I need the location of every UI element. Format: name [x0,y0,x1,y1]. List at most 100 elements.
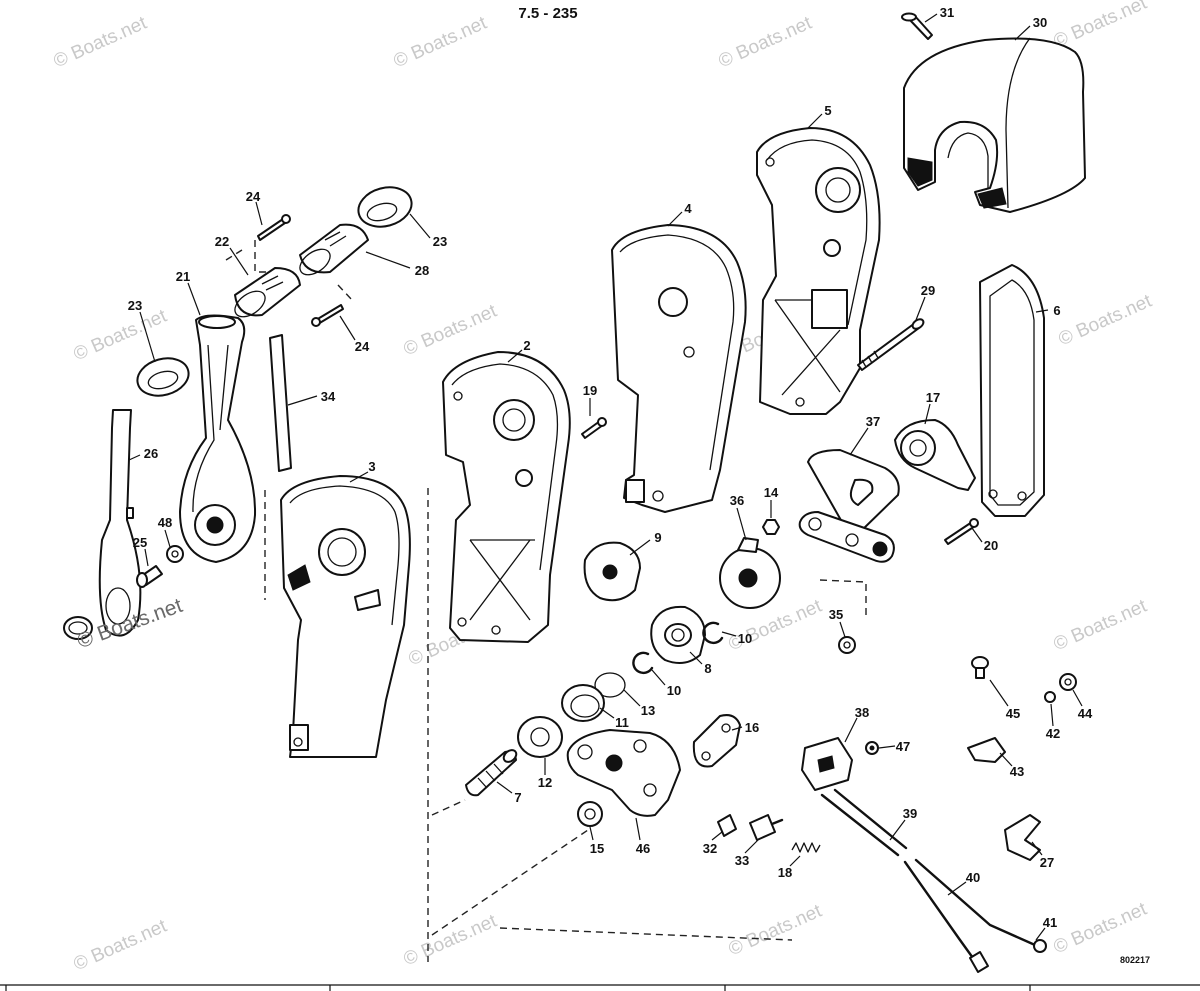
part-3-housing [280,475,411,758]
detent-plate-boss [900,430,936,466]
watermark: © Boats.net [725,900,825,960]
callout-9: 9 [654,530,661,545]
housing-hole [491,625,501,635]
part-13-ring [594,672,626,698]
alignment-dashed-lines [225,240,867,962]
cam-bore [671,628,685,642]
watermark: © Boats.net [1050,0,1150,52]
callout-20: 20 [984,538,998,553]
cover-foot-right [977,187,1007,209]
plate-small-hole [652,490,664,502]
grip-sleeve-lettering [261,275,284,291]
grip-end-shell [136,357,190,397]
callout-22: 22 [215,234,229,249]
watermark: © Boats.net [400,300,500,360]
grip-end-shell [357,186,413,228]
o-ring [63,616,93,640]
part-14-nut [762,519,780,535]
part-32-pin [717,814,737,837]
cover-shell [903,37,1086,213]
callout-10: 10 [738,631,752,646]
bracket-body [692,714,741,768]
callout-45: 45 [1006,706,1020,721]
bracket-hole [721,723,731,733]
part-46-shift-lever [566,729,681,817]
part-17-detent-plate [894,419,976,491]
leader-lines [128,13,1083,941]
callout-4: 4 [684,201,692,216]
side-plate-boss [815,167,861,213]
housing-boss [493,399,535,441]
lever-arm-outline [179,314,257,563]
part-35-nut [838,636,856,654]
lever-arm-socket [198,315,236,329]
callout-30: 30 [1033,15,1047,30]
switch-contact [817,755,835,773]
part-7-shaft [465,749,518,797]
part-44-nut [1059,673,1077,691]
washer-body [577,801,603,827]
shift-lever-hub [605,754,623,772]
washer-bore [584,808,596,820]
shift-lever-hole [633,739,647,753]
housing-outline [280,475,411,758]
shift-lever-hole [577,744,593,760]
callout-12: 12 [538,775,552,790]
callout-44: 44 [1078,706,1093,721]
part-15-washer [577,801,603,827]
grip-sleeve-end [234,290,266,318]
linkage-hole [845,533,859,547]
part-42-washer [1044,691,1056,703]
shaft-splines [477,763,504,789]
housing-outline [442,351,571,643]
part-20-screw [944,518,979,545]
callout-41: 41 [1043,915,1057,930]
callout-25: 25 [133,535,147,550]
callout-33: 33 [735,853,749,868]
callout-35: 35 [829,607,843,622]
callout-19: 19 [583,383,597,398]
part-25-bolt [136,565,163,588]
housing-block [354,589,381,611]
part-8-cam [650,605,706,665]
callout-39: 39 [903,806,917,821]
washer-bore [530,727,550,747]
watermark: © Boats.net [1050,595,1150,655]
watermark: © Boats.net [70,305,170,365]
part-2-housing [442,351,571,643]
callout-3: 3 [368,459,375,474]
plate-small-hole [683,346,695,358]
part-18-spring [791,842,821,853]
part-30-cover [903,37,1086,213]
part-9-cam [583,541,641,602]
washer-ring [166,545,184,563]
part-5-side-plate [756,127,881,415]
linkage-hole [808,517,822,531]
callout-21: 21 [176,269,190,284]
part-28-grip-sleeve [299,223,369,276]
cover-side-edge [1005,37,1031,209]
watermark: © Boats.net [1055,290,1155,350]
part-10-retaining-ring [702,621,724,645]
callout-18: 18 [778,865,792,880]
cover-foot-left [907,157,933,187]
watermark: © Boats.net [50,12,150,72]
part-11-bushing [561,684,605,722]
callout-37: 37 [866,414,880,429]
plate-tab [625,479,645,503]
callout-8: 8 [704,661,711,676]
callout-42: 42 [1046,726,1060,741]
grip-sleeve-body [299,223,369,274]
nut-bore [869,745,875,751]
part-48-washer [166,545,184,563]
housing-hole [453,391,463,401]
cam-plate-slot [849,478,874,506]
diagram-title: 7.5 - 235 [518,5,577,22]
plate-hole [658,287,688,317]
cam-bore [602,564,618,580]
callout-13: 13 [641,703,655,718]
callout-15: 15 [590,841,604,856]
callout-46: 46 [636,841,650,856]
part-12-washer [517,716,563,758]
